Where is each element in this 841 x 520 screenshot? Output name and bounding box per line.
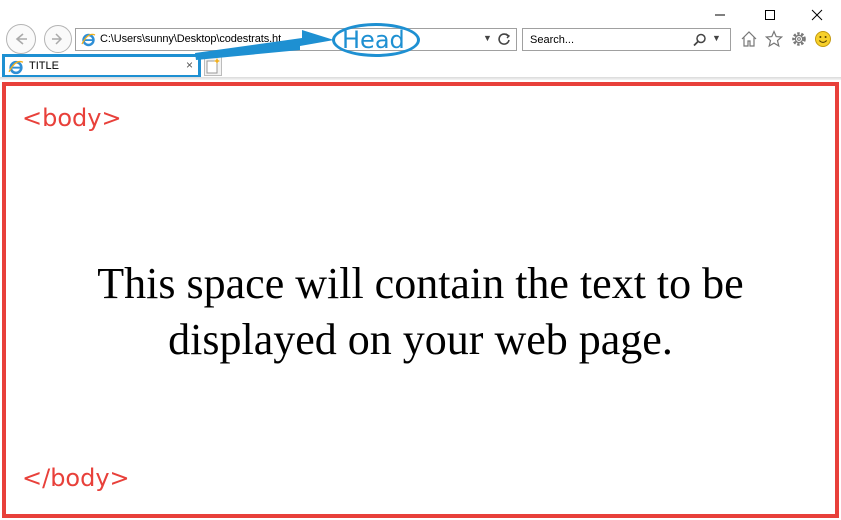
back-button[interactable] <box>6 24 36 54</box>
head-annotation-label: Head <box>342 26 405 54</box>
tab-label: TITLE <box>29 60 59 72</box>
body-open-tag: <body> <box>22 104 122 132</box>
ie-favicon <box>81 33 96 47</box>
search-dropdown-icon[interactable]: ▼ <box>712 33 721 43</box>
tab-strip-divider <box>0 77 841 80</box>
new-tab-button[interactable] <box>204 56 222 76</box>
address-url: C:\Users\sunny\Desktop\codestrats.ht <box>100 33 282 45</box>
content-line-1: This space will contain the text to be <box>97 259 744 308</box>
new-tab-icon <box>206 58 220 74</box>
search-box[interactable]: Search... ▼ <box>522 28 731 51</box>
browser-chrome: C:\Users\sunny\Desktop\codestrats.ht ▼ S… <box>0 0 841 80</box>
settings-gear-icon <box>792 32 806 46</box>
body-close-tag: </body> <box>22 464 130 492</box>
refresh-icon[interactable] <box>497 32 511 46</box>
favorites-star-icon <box>765 30 783 48</box>
home-button[interactable] <box>739 29 759 49</box>
back-icon <box>15 33 27 45</box>
search-input[interactable]: Search... <box>530 34 575 46</box>
search-icon[interactable] <box>693 33 707 47</box>
minimize-icon <box>715 14 725 16</box>
forward-button[interactable] <box>44 25 72 53</box>
tab-close-icon[interactable]: × <box>186 58 194 72</box>
forward-icon <box>52 33 63 45</box>
minimize-button[interactable] <box>705 4 735 26</box>
close-window-button[interactable] <box>802 4 832 26</box>
home-icon <box>741 31 757 47</box>
favorites-button[interactable] <box>764 29 784 49</box>
head-annotation-arrow <box>195 30 334 60</box>
content-line-2: displayed on your web page. <box>168 315 673 364</box>
tab-title[interactable]: TITLE × <box>2 54 201 78</box>
head-annotation-ellipse <box>332 23 420 57</box>
dropdown-icon[interactable]: ▼ <box>483 33 492 43</box>
feedback-button[interactable] <box>813 29 833 49</box>
body-annotation-frame: <body> This space will contain the text … <box>2 82 839 518</box>
page-content-text: This space will contain the text to be d… <box>6 256 835 368</box>
settings-button[interactable] <box>789 29 809 49</box>
maximize-button[interactable] <box>755 4 785 26</box>
maximize-icon <box>765 10 775 20</box>
smiley-feedback-icon <box>815 31 831 47</box>
close-icon <box>811 9 823 21</box>
ie-tab-icon <box>8 60 24 75</box>
